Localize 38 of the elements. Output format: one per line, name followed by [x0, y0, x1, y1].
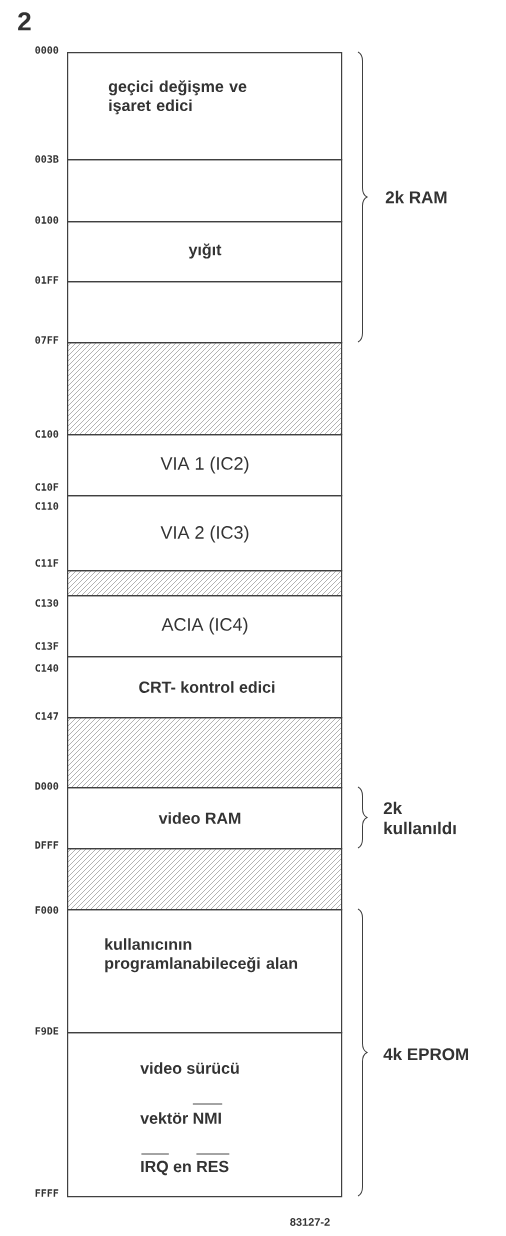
- address-label: C13F: [35, 642, 59, 650]
- address-label: 0100: [35, 216, 59, 224]
- address-label: C10F: [35, 483, 59, 491]
- memory-block: VIA 2 (IC3): [67, 495, 343, 572]
- address-label: C140: [35, 664, 59, 672]
- memory-block: [67, 281, 343, 344]
- address-label: C100: [35, 430, 59, 438]
- address-label: 0000: [35, 46, 59, 54]
- memory-block: VIA 1 (IC2): [67, 434, 343, 497]
- size-label: 4k EPROM: [383, 1047, 468, 1061]
- address-label: F000: [35, 906, 59, 914]
- address-label: C147: [35, 712, 59, 720]
- memory-block: video RAM: [67, 787, 343, 850]
- memory-block: video sürücü vektör NMI IRQ en RES: [67, 1032, 343, 1198]
- memory-block: yığıt: [67, 221, 343, 283]
- address-label: DFFF: [35, 841, 59, 849]
- hatched-block: [67, 848, 343, 911]
- figure-code: 83127-2: [290, 1218, 330, 1226]
- address-label: 07FF: [35, 336, 59, 344]
- address-label: FFFF: [35, 1189, 59, 1197]
- address-label: 01FF: [35, 276, 59, 284]
- figure-number: 2: [18, 12, 31, 31]
- hatched-block: [67, 342, 343, 436]
- address-label: C130: [35, 599, 59, 607]
- memory-block: [67, 159, 343, 223]
- size-label: 2k RAM: [385, 190, 447, 204]
- hatched-block: [67, 570, 343, 597]
- memory-block: CRT- kontrol edici: [67, 656, 343, 719]
- address-label: C110: [35, 502, 59, 510]
- address-label: F9DE: [35, 1027, 59, 1035]
- size-label: 2k kullanıldı: [383, 801, 456, 835]
- address-label: 003B: [35, 155, 59, 163]
- address-label: D000: [35, 782, 59, 790]
- hatched-block: [67, 717, 343, 789]
- address-label: C11F: [35, 559, 59, 567]
- memory-block: geçici değişme ve işaret edici: [67, 52, 343, 161]
- memory-block: ACIA (IC4): [67, 595, 343, 658]
- memory-block: kullanıcının programlanabileceği alan: [67, 909, 343, 1034]
